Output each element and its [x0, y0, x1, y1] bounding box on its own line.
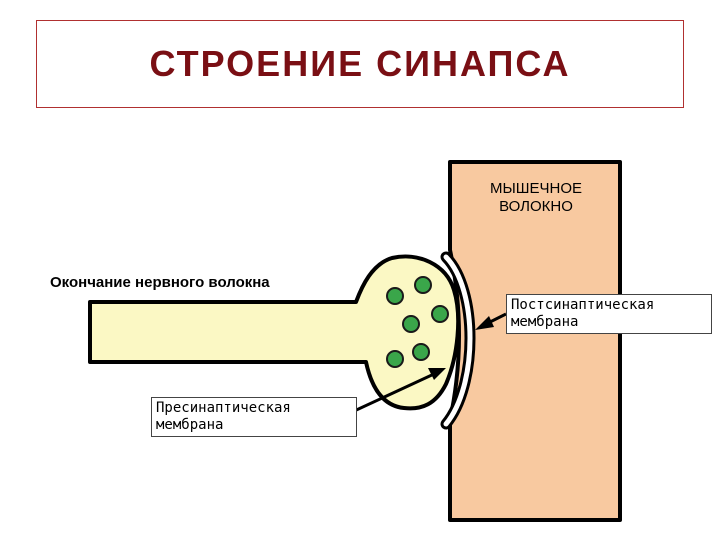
title-box: СТРОЕНИЕ СИНАПСА: [36, 20, 684, 108]
vesicle: [431, 305, 449, 323]
nerve-ending-label: Окончание нервного волокна: [50, 274, 270, 291]
postsynaptic-arrow: [475, 312, 507, 330]
page-title: СТРОЕНИЕ СИНАПСА: [149, 43, 571, 84]
vesicle: [412, 343, 430, 361]
presynaptic-arrow: [351, 368, 446, 414]
muscle-fiber-label: МЫШЕЧНОЕ ВОЛОКНО: [489, 180, 583, 215]
vesicle: [386, 350, 404, 368]
presynaptic-label: Пресинаптическая мембрана: [151, 397, 357, 437]
vesicle: [414, 276, 432, 294]
vesicle: [402, 315, 420, 333]
synaptic-vesicles: [386, 276, 449, 368]
nerve-fiber: [88, 254, 461, 411]
postsynaptic-label: Постсинаптическая мембрана: [506, 294, 712, 334]
vesicle: [386, 287, 404, 305]
postsynaptic-membrane: [440, 251, 476, 430]
